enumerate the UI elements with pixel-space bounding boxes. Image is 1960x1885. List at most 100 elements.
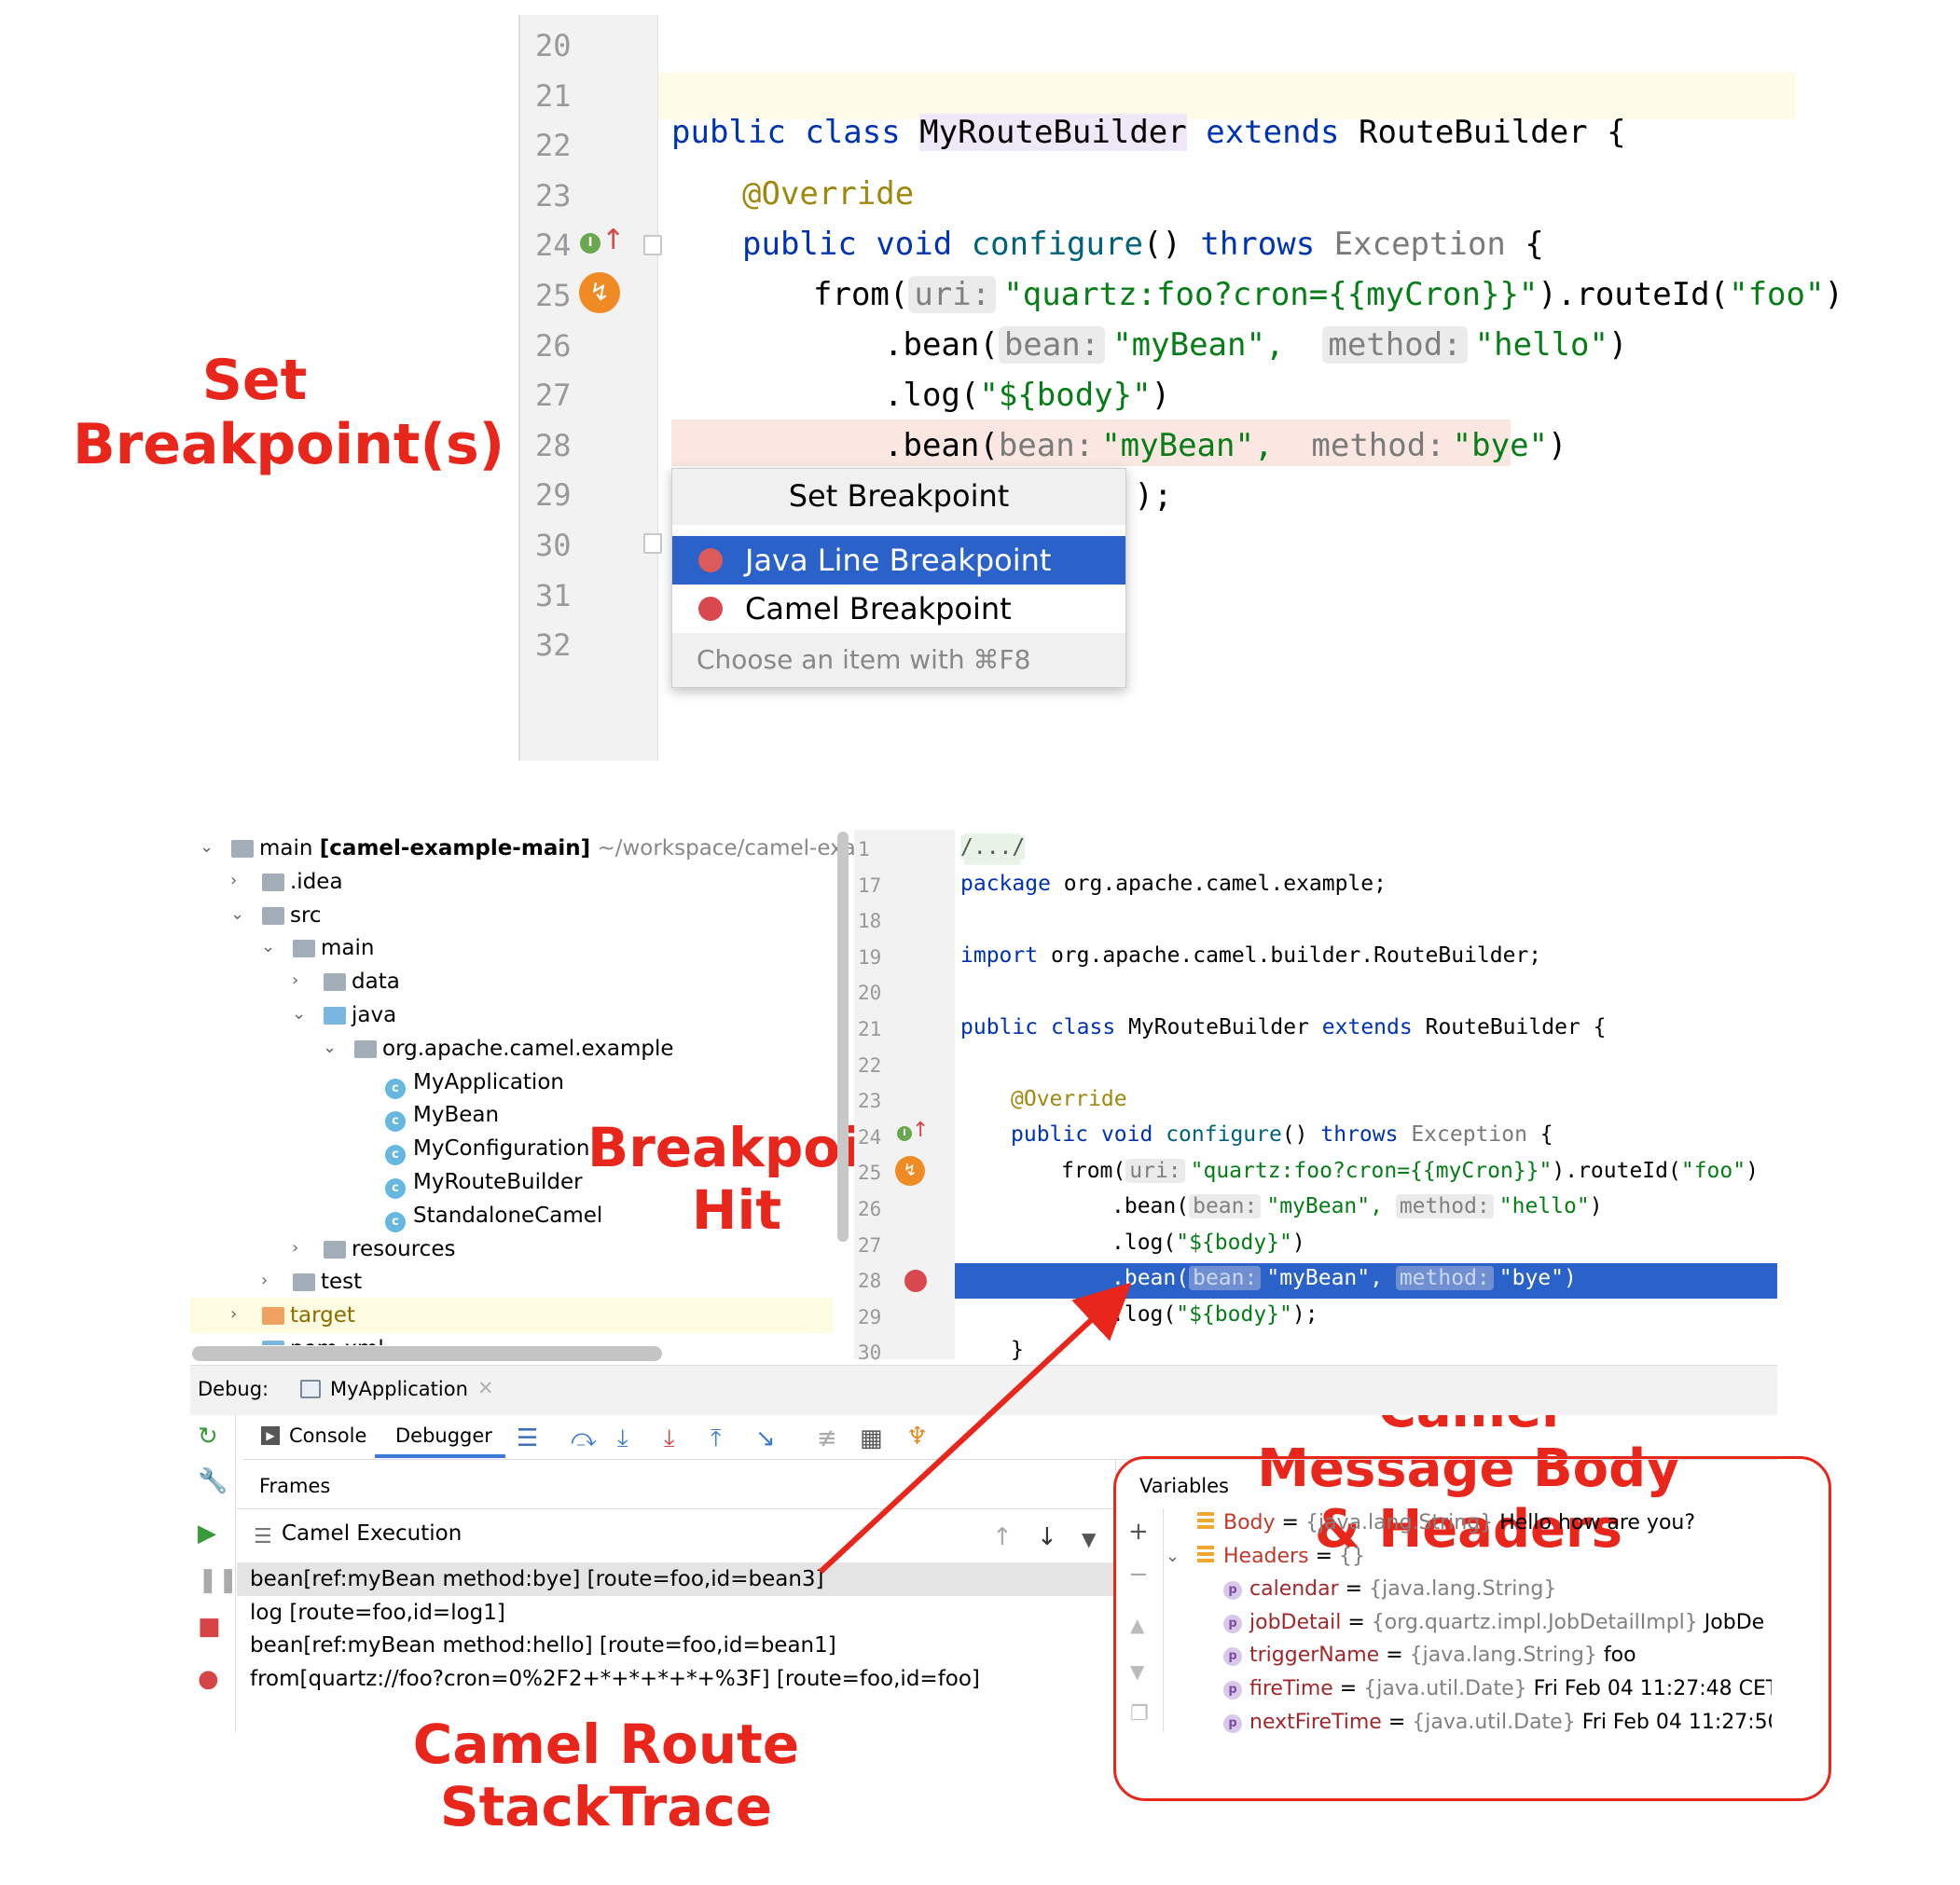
fold-end-icon[interactable] xyxy=(643,533,662,554)
folder-icon xyxy=(262,906,284,925)
tree-item[interactable]: test xyxy=(293,1265,362,1299)
tree-item[interactable]: main xyxy=(293,931,374,965)
camel-route-icon[interactable]: ↯ xyxy=(579,272,620,313)
resume-icon[interactable]: ▶ xyxy=(198,1520,216,1548)
line-number: 27 xyxy=(858,1233,882,1257)
frame-down-icon[interactable]: ↓ xyxy=(1037,1523,1057,1551)
chevron-icon[interactable]: › xyxy=(292,970,299,991)
chevron-icon[interactable]: › xyxy=(230,1304,238,1325)
layout-menu-icon[interactable]: ☰ xyxy=(517,1424,539,1452)
class-icon: c xyxy=(385,1078,406,1099)
class-icon: c xyxy=(385,1211,406,1232)
tree-item[interactable]: data xyxy=(324,965,400,998)
chevron-icon[interactable]: ⌄ xyxy=(292,1004,307,1024)
debug-config-tab[interactable]: MyApplication xyxy=(330,1378,468,1400)
implement-icon[interactable]: I xyxy=(897,1126,912,1141)
camel-debug-icon[interactable]: ♆ xyxy=(906,1423,929,1451)
table-view-icon[interactable]: ▦ xyxy=(860,1424,883,1452)
pause-icon[interactable]: ❚❚ xyxy=(198,1566,239,1594)
tree-horizontal-scrollbar[interactable] xyxy=(192,1346,662,1361)
run-to-cursor-icon[interactable]: ↘ xyxy=(755,1424,776,1452)
chevron-icon[interactable]: › xyxy=(292,1237,299,1258)
line-number: 25 xyxy=(858,1162,882,1185)
folder-icon xyxy=(262,1307,284,1326)
move-down-icon[interactable]: ▼ xyxy=(1130,1660,1145,1683)
chevron-down-icon[interactable]: ▼ xyxy=(1082,1528,1097,1550)
camel-route-label: Camel Route StackTrace xyxy=(412,1713,800,1838)
variables-callout-box xyxy=(1113,1456,1831,1801)
chevron-icon[interactable]: ⌄ xyxy=(230,903,245,924)
line-number: 21 xyxy=(535,77,572,114)
rerun-icon[interactable]: ↻ xyxy=(198,1423,218,1451)
chevron-icon[interactable]: ⌄ xyxy=(200,837,214,857)
wrench-icon[interactable]: 🔧 xyxy=(198,1467,228,1495)
breakpoint-dot-icon xyxy=(698,548,723,572)
up-arrow-icon[interactable]: ↑ xyxy=(601,224,626,256)
bottom-code-line29: .log("${body}"); xyxy=(1111,1302,1318,1327)
move-up-icon[interactable]: ▲ xyxy=(1130,1614,1145,1636)
frame-item[interactable]: bean[ref:myBean method:bye] [route=foo,i… xyxy=(250,1567,824,1591)
variable-row[interactable]: Body = {java.lang.String} Hello how are … xyxy=(1197,1507,1772,1539)
frame-item[interactable]: from[quartz://foo?cron=0%2F2+*+*+*+*+%3F… xyxy=(250,1666,980,1691)
thread-selector[interactable]: Camel Execution xyxy=(282,1521,462,1546)
step-into-icon[interactable]: ⤓ xyxy=(617,1424,628,1452)
remove-watch-icon[interactable]: − xyxy=(1128,1561,1149,1589)
tree-item[interactable]: .idea xyxy=(262,865,343,899)
evaluate-icon[interactable]: ≢ xyxy=(817,1424,837,1452)
tree-item[interactable]: pom.xml xyxy=(262,1332,384,1345)
tab-console[interactable]: Console xyxy=(289,1424,367,1447)
frame-up-icon[interactable]: ↑ xyxy=(992,1523,1013,1551)
frame-item[interactable]: bean[ref:myBean method:hello] [route=foo… xyxy=(250,1633,836,1658)
add-watch-icon[interactable]: + xyxy=(1128,1518,1149,1546)
step-over-icon[interactable]: ⤼ xyxy=(571,1424,597,1452)
chevron-icon[interactable]: › xyxy=(261,1271,269,1291)
force-step-into-icon[interactable]: ⤓ xyxy=(664,1424,675,1452)
frames-header-border xyxy=(237,1508,1113,1509)
tree-item[interactable]: java xyxy=(324,998,396,1032)
close-tab-icon[interactable]: × xyxy=(477,1376,494,1398)
line-number: 26 xyxy=(535,327,572,364)
copy-icon[interactable]: ❐ xyxy=(1130,1702,1149,1726)
java-line-breakpoint-item[interactable]: Java Line Breakpoint xyxy=(672,536,1125,585)
stop-icon[interactable]: ■ xyxy=(198,1613,221,1641)
chevron-icon[interactable]: ⌄ xyxy=(323,1037,338,1057)
tree-item[interactable]: src xyxy=(262,899,322,932)
tree-item[interactable]: target xyxy=(262,1299,355,1332)
breakpoint-icon[interactable] xyxy=(904,1270,927,1292)
tab-debugger[interactable]: Debugger xyxy=(395,1424,492,1447)
tree-item[interactable]: org.apache.camel.example xyxy=(354,1032,674,1066)
line-number: 27 xyxy=(535,378,572,414)
bottom-editor-gutter[interactable] xyxy=(854,830,955,1359)
folder-icon xyxy=(293,1273,315,1292)
implement-icon[interactable]: I xyxy=(580,233,600,254)
step-out-icon[interactable]: ⤒ xyxy=(711,1424,722,1452)
view-breakpoints-icon[interactable]: ● xyxy=(198,1665,219,1693)
bottom-code-line21: public class MyRouteBuilder extends Rout… xyxy=(960,1015,1607,1039)
up-arrow-icon[interactable]: ↑ xyxy=(912,1119,930,1142)
camel-route-icon[interactable]: ↯ xyxy=(895,1156,925,1186)
thread-list-icon: ☰ xyxy=(254,1525,272,1548)
fold-icon[interactable] xyxy=(643,235,662,255)
class-icon: c xyxy=(385,1111,406,1133)
chevron-down-icon[interactable]: ⌄ xyxy=(1166,1546,1180,1566)
chevron-icon[interactable]: ⌄ xyxy=(261,937,276,957)
tree-item-root[interactable]: main [camel-example-main] ~/workspace/ca… xyxy=(231,832,864,865)
tree-vertical-scrollbar[interactable] xyxy=(837,832,849,1242)
camel-breakpoint-item[interactable]: Camel Breakpoint xyxy=(672,585,1125,633)
chevron-icon[interactable]: › xyxy=(230,870,238,890)
top-editor-gutter[interactable] xyxy=(518,15,658,761)
set-breakpoint-popup[interactable]: Set Breakpoint Java Line Breakpoint Came… xyxy=(671,468,1126,688)
tree-item[interactable]: resources xyxy=(324,1232,455,1266)
variable-row[interactable]: Headers = {} xyxy=(1197,1541,1772,1573)
frame-item[interactable]: log [route=foo,id=log1] xyxy=(250,1600,505,1625)
